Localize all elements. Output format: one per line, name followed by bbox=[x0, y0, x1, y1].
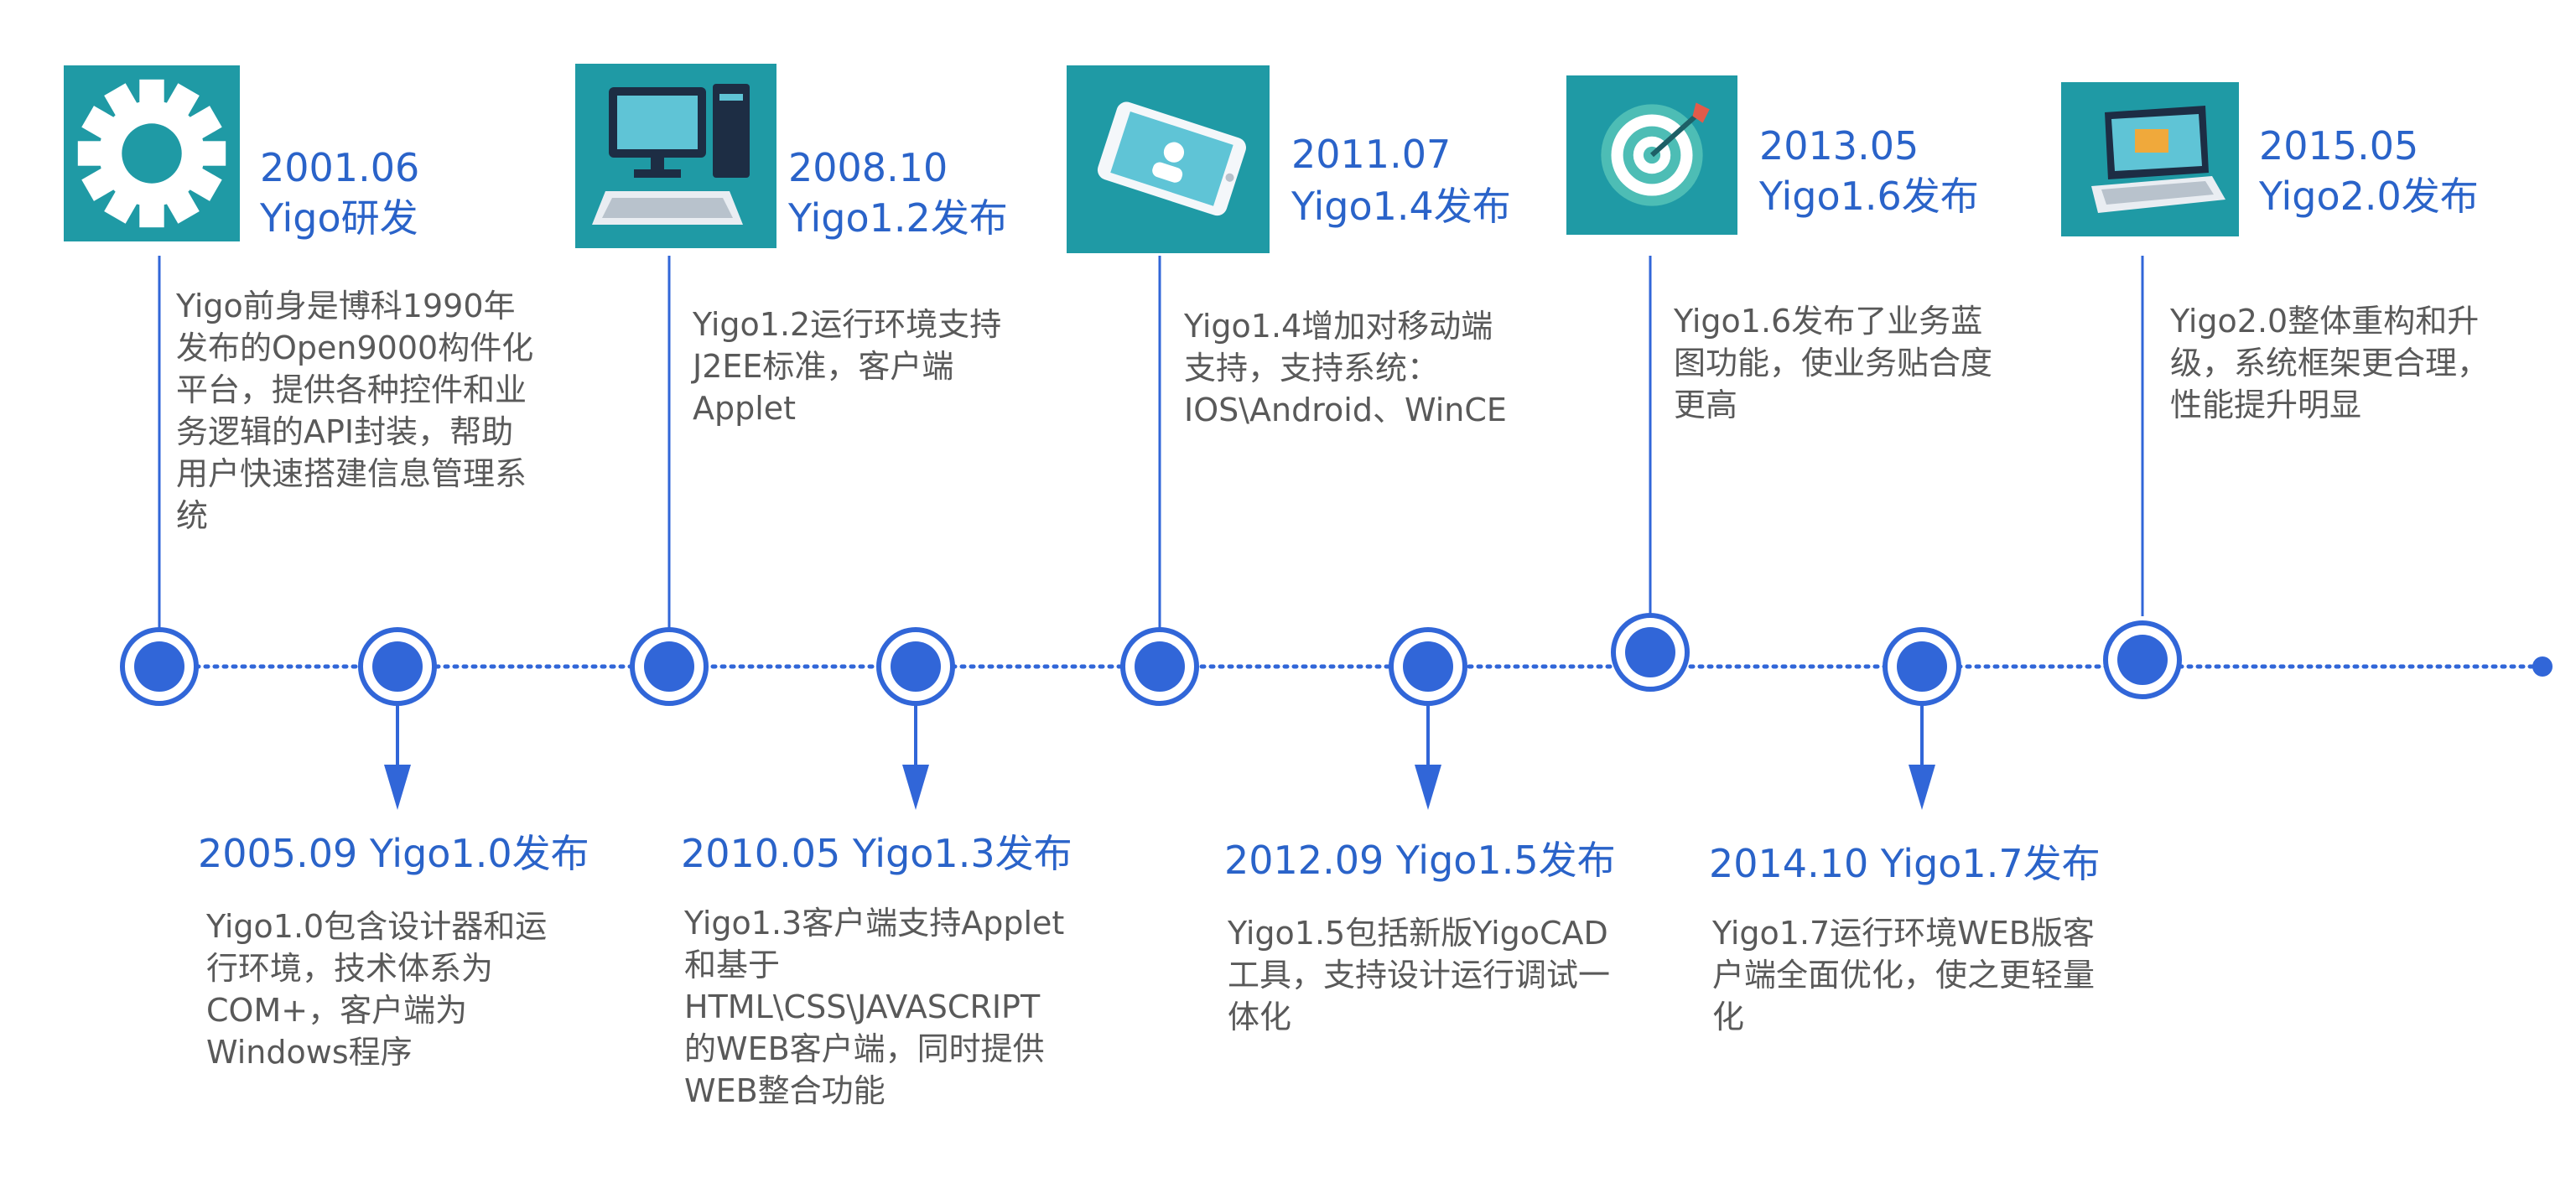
arrow-2012 bbox=[1415, 696, 1441, 810]
event-title-2010: 2010.05 Yigo1.3发布 bbox=[681, 831, 1072, 876]
event-title-2013: Yigo1.6发布 bbox=[1759, 174, 1979, 219]
event-title-2012: 2012.09 Yigo1.5发布 bbox=[1224, 838, 1616, 883]
node-2008 bbox=[630, 627, 709, 706]
event-title-2015: Yigo2.0发布 bbox=[2259, 174, 2479, 219]
arrow-2014 bbox=[1909, 696, 1935, 810]
event-desc-2011: Yigo1.4增加对移动端 支持，支持系统： IOS\Android、WinCE bbox=[1184, 308, 1507, 428]
laptop-icon bbox=[2061, 82, 2239, 236]
arrow-2010 bbox=[902, 696, 929, 810]
event-date-2015: 2015.05 bbox=[2259, 123, 2419, 169]
event-desc-2005: Yigo1.0包含设计器和运 行环境，技术体系为 COM+，客户端为 Windo… bbox=[206, 908, 548, 1071]
event-title-2001: Yigo研发 bbox=[260, 195, 418, 241]
node-2015 bbox=[2103, 620, 2182, 699]
event-title-2011: Yigo1.4发布 bbox=[1291, 184, 1511, 229]
node-2013 bbox=[1611, 613, 1690, 692]
event-date-2008: 2008.10 bbox=[788, 145, 948, 190]
event-desc-2008: Yigo1.2运行环境支持 J2EE标准，客户端 Applet bbox=[693, 306, 1002, 427]
arrow-2005 bbox=[384, 696, 411, 810]
event-title-2014: 2014.10 Yigo1.7发布 bbox=[1709, 841, 2101, 886]
node-2011 bbox=[1120, 627, 1199, 706]
node-2001 bbox=[120, 627, 199, 706]
node-2010 bbox=[876, 627, 955, 706]
desktop-computer-icon bbox=[575, 64, 776, 248]
event-desc-2013: Yigo1.6发布了业务蓝 图功能，使业务贴合度 更高 bbox=[1674, 303, 1993, 423]
event-desc-2012: Yigo1.5包括新版YigoCAD 工具，支持设计运行调试一 体化 bbox=[1228, 915, 1611, 1035]
target-icon bbox=[1566, 75, 1737, 235]
node-2014 bbox=[1883, 627, 1961, 706]
event-desc-2001: Yigo前身是博科1990年 发布的Open9000构件化 平台，提供各种控件和… bbox=[176, 288, 534, 534]
event-desc-2010: Yigo1.3客户端支持Applet 和基于 HTML\CSS\JAVASCRI… bbox=[684, 905, 1065, 1109]
gear-icon bbox=[64, 65, 240, 241]
event-date-2011: 2011.07 bbox=[1291, 132, 1452, 177]
event-desc-2014: Yigo1.7运行环境WEB版客 户端全面优化，使之更轻量 化 bbox=[1712, 915, 2096, 1035]
event-date-2001: 2001.06 bbox=[260, 145, 420, 190]
event-desc-2015: Yigo2.0整体重构和升 级，系统框架更合理， 性能提升明显 bbox=[2170, 303, 2490, 423]
event-title-2008: Yigo1.2发布 bbox=[788, 195, 1008, 241]
node-2005 bbox=[358, 627, 437, 706]
event-date-2013: 2013.05 bbox=[1759, 123, 1919, 169]
timeline-end-dot bbox=[2532, 656, 2553, 677]
mobile-phone-icon bbox=[1067, 65, 1270, 253]
node-2012 bbox=[1389, 627, 1467, 706]
event-title-2005: 2005.09 Yigo1.0发布 bbox=[198, 831, 589, 876]
